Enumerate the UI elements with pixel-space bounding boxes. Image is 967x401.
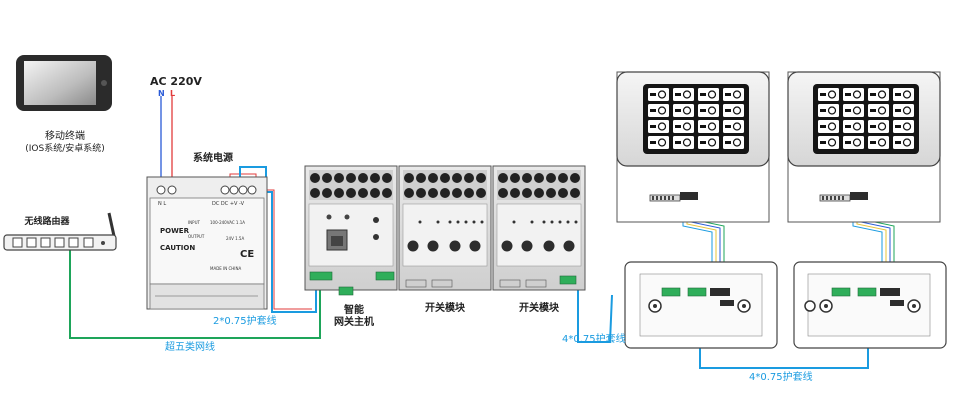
ac-input-label: AC 220V (150, 75, 202, 88)
mobile-label: 移动终端 (45, 129, 85, 142)
psu-output-wire-blue (239, 166, 317, 313)
switch-module-2 (492, 165, 586, 291)
cable-cat5-label: 超五类网线 (165, 340, 215, 353)
sun-icon (893, 136, 914, 149)
dining-icon (698, 104, 719, 117)
wall-panel-2 (787, 71, 941, 223)
plane-icon (868, 136, 889, 149)
psu-input-value: 100-240VAC 1.1A (210, 220, 245, 225)
panel2-icon-grid (818, 88, 914, 149)
mobile-os-label: (IOS系统/安卓系统) (25, 142, 105, 154)
tablet-home-icon (101, 80, 107, 86)
disc-icon (818, 136, 839, 149)
power-supply-label: 系统电源 (193, 151, 233, 164)
switch-module-1-label: 开关模块 (425, 301, 466, 314)
panel1-icon-grid (648, 88, 744, 149)
mobile-tablet (16, 55, 112, 111)
curtain-icon (648, 88, 669, 101)
psu-ce-mark: CE (240, 249, 254, 260)
psu-dc: DC DC +V -V (212, 201, 245, 207)
hand-icon (723, 120, 744, 133)
curtain-icon (818, 104, 839, 117)
lamp-icon (893, 104, 914, 117)
hand-icon (893, 120, 914, 133)
clock-icon (843, 88, 864, 101)
power-icon (843, 136, 864, 149)
power-supply: N L DC DC +V -V POWER CAUTION INPUT 100-… (146, 176, 268, 310)
psu-output-value: 24V 1.5A (226, 236, 244, 241)
bulb-icon (723, 88, 744, 101)
plane-icon (698, 136, 719, 149)
tablet-screen (24, 61, 96, 105)
disc-icon (648, 136, 669, 149)
switch-module-1 (398, 165, 492, 291)
smart-gateway (304, 165, 398, 296)
dining-icon (868, 104, 889, 117)
psu-output-label: OUTPUT (188, 234, 205, 239)
panel-module-1 (624, 261, 778, 349)
bus-cable-a (568, 281, 613, 343)
curtain-icon (818, 88, 839, 101)
lamp-icon (723, 104, 744, 117)
hand-icon (673, 120, 694, 133)
psu-input-label: INPUT (188, 220, 201, 225)
psu-made-in: MADE IN CHINA (210, 266, 241, 271)
gateway-top-terminals (309, 170, 393, 200)
bulb-icon (893, 88, 914, 101)
lamp-icon (698, 120, 719, 133)
cable-2x-label: 2*0.75护套线 (213, 314, 277, 327)
lamp-icon (868, 120, 889, 133)
clock-icon (673, 88, 694, 101)
people-icon (818, 120, 839, 133)
cable-4x-label-a: 4*0.75护套线 (562, 332, 626, 345)
psu-brand: POWER (160, 227, 190, 235)
sun-icon (723, 136, 744, 149)
gateway-label-line2: 网关主机 (334, 315, 374, 328)
live-label: L (170, 89, 175, 98)
hand-icon (843, 104, 864, 117)
antenna-icon (107, 212, 116, 237)
psu-caution: CAUTION (160, 244, 195, 252)
hand-icon (843, 120, 864, 133)
wall-panel-1 (616, 71, 770, 223)
hand-icon (673, 104, 694, 117)
curtain-icon (648, 104, 669, 117)
neutral-label: N (158, 89, 165, 98)
people-icon (648, 120, 669, 133)
switch-module-2-label: 开关模块 (519, 301, 560, 314)
router-label: 无线路由器 (23, 215, 70, 227)
cable-4x-label-b: 4*0.75护套线 (749, 370, 813, 383)
people-icon (868, 88, 889, 101)
gateway-label-line1: 智能 (344, 303, 364, 316)
wireless-router (3, 212, 117, 251)
power-icon (673, 136, 694, 149)
psu-nl: N L (158, 201, 166, 207)
people-icon (698, 88, 719, 101)
panel-module-2 (793, 261, 947, 349)
